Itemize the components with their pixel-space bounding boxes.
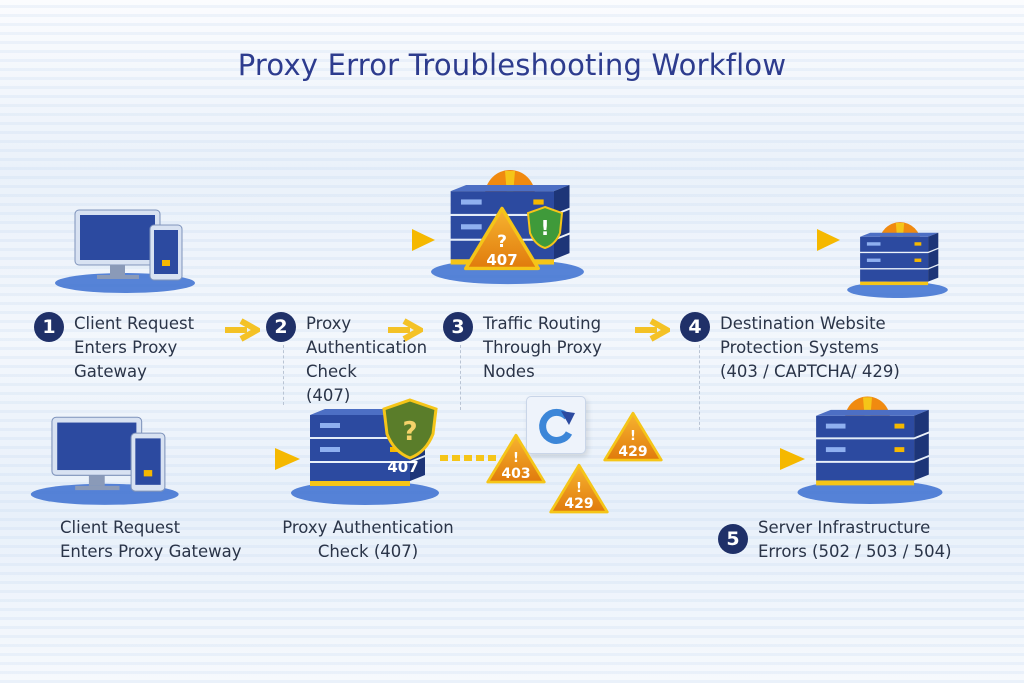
refresh-icon: [526, 396, 586, 454]
caption-proxy-auth: Proxy Authentication Check (407): [282, 518, 454, 561]
svg-text:?: ?: [497, 232, 507, 252]
destination-server-icon: [847, 222, 948, 298]
auth-shield-icon: ?: [382, 398, 438, 460]
svg-text:!: !: [513, 451, 519, 466]
flow-arrow: [160, 448, 300, 470]
warning-407-icon: ? 407: [464, 206, 540, 271]
page-title: Proxy Error Troubleshooting Workflow: [237, 48, 787, 82]
auth-server-icon: 407: [285, 405, 445, 505]
svg-text:429: 429: [564, 496, 593, 512]
step-number: 3: [443, 312, 473, 342]
divider: [460, 345, 461, 410]
step-number: 1: [34, 312, 64, 342]
svg-text:407: 407: [486, 251, 517, 269]
svg-text:403: 403: [501, 466, 530, 482]
step-number: 2: [266, 312, 296, 342]
step-3: 3 Traffic Routing Through Proxy Nodes: [443, 312, 602, 384]
caption-client-request: Client Request Enters Proxy Gateway: [60, 518, 242, 561]
step-arrow-icon: [388, 318, 423, 342]
svg-text:!: !: [630, 429, 636, 444]
step-label: Proxy Authentication Check (407): [306, 314, 428, 405]
error-429-icon: ! 429: [603, 411, 663, 462]
error-403-icon: ! 403: [486, 433, 546, 484]
flow-arrow: [180, 229, 435, 251]
step-label: Destination Website Protection Systems (…: [720, 314, 900, 381]
step-arrow-icon: [635, 318, 670, 342]
svg-text:429: 429: [618, 444, 647, 460]
step-2: 2 Proxy Authentication Check (407): [266, 312, 427, 408]
step-number: 4: [680, 312, 710, 342]
step-label: Server Infrastructure Errors (502 / 503 …: [758, 518, 952, 561]
step-label: Traffic Routing Through Proxy Nodes: [483, 314, 602, 381]
flow-arrow: [665, 448, 805, 470]
infrastructure-server-icon: [797, 396, 943, 504]
error-429-icon: ! 429: [549, 463, 609, 514]
step-label: Client Request Enters Proxy Gateway: [74, 314, 195, 381]
step-1: 1 Client Request Enters Proxy Gateway: [34, 312, 194, 384]
step-4: 4 Destination Website Protection Systems…: [680, 312, 900, 384]
svg-text:!: !: [576, 481, 582, 496]
flow-arrow: [440, 455, 500, 461]
svg-text:?: ?: [402, 417, 417, 447]
flow-arrow: [595, 229, 840, 251]
svg-text:407: 407: [387, 458, 418, 476]
shield-icon: !: [526, 205, 564, 250]
svg-text:!: !: [540, 216, 549, 240]
divider: [283, 345, 284, 405]
step-arrow-icon: [225, 318, 260, 342]
step-5: 5 Server Infrastructure Errors (502 / 50…: [718, 516, 952, 564]
divider: [699, 345, 700, 430]
step-number: 5: [718, 524, 748, 554]
